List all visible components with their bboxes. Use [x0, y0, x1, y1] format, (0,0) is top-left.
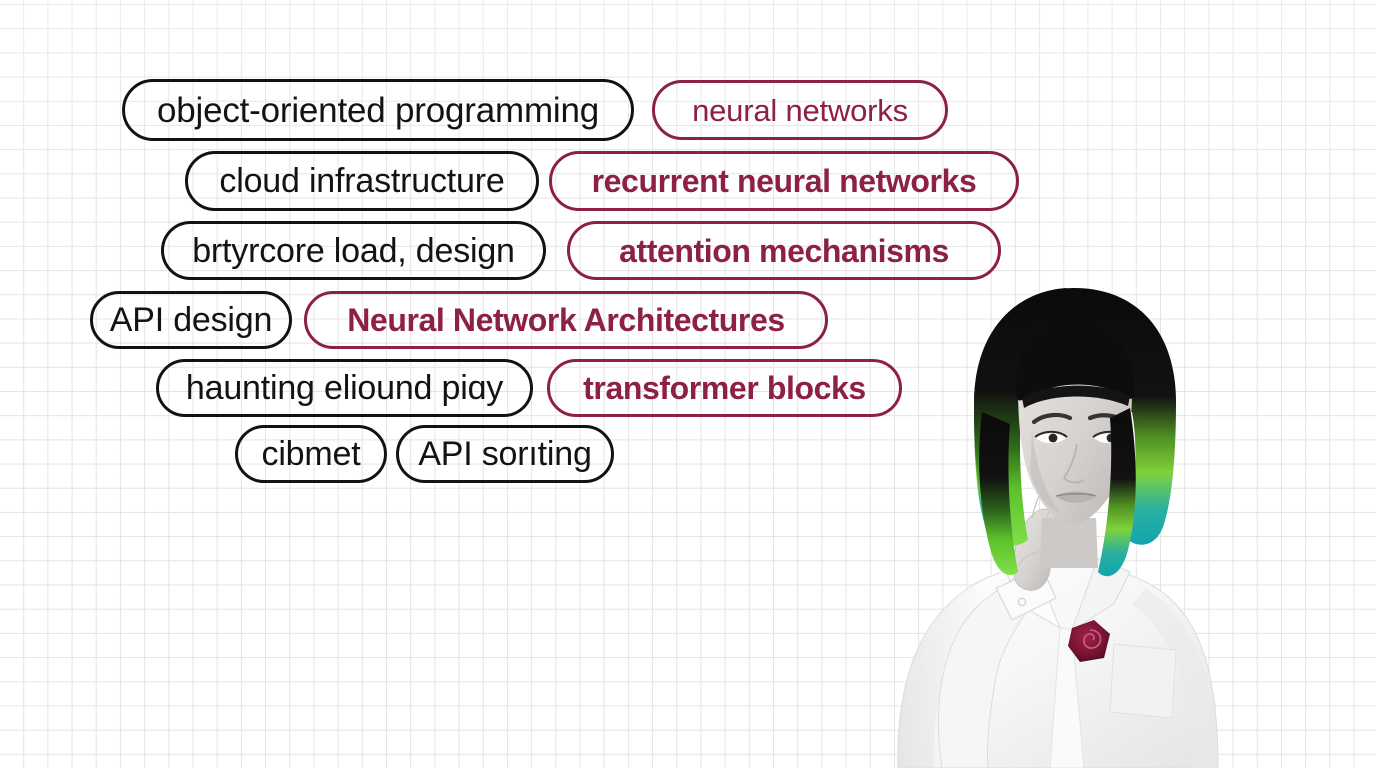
- tag-label: recurrent neural networks: [591, 163, 977, 199]
- tag-recurrent-neural-networks[interactable]: recurrent neural networks: [549, 151, 1019, 211]
- tag-brtyrcore-load-design[interactable]: brtyrcore load, design: [161, 221, 546, 280]
- tag-haunting-eliound-piay[interactable]: haunting eliound piɑy: [156, 359, 533, 417]
- tag-label: neural networks: [692, 92, 908, 128]
- tag-object-oriented-programming[interactable]: object-oriented programming: [122, 79, 634, 141]
- tag-transformer-blocks[interactable]: transformer blocks: [547, 359, 902, 417]
- tag-neural-network-architectures[interactable]: Neural Network Architectures: [304, 291, 828, 349]
- thinking-woman-photo: [846, 272, 1246, 768]
- tag-label: haunting eliound piɑy: [185, 369, 504, 407]
- tag-label: API design: [109, 301, 273, 339]
- tag-label: object-oriented programming: [156, 90, 600, 130]
- tag-cibmet[interactable]: cibmet: [235, 425, 387, 483]
- tag-label: API sorıting: [418, 435, 592, 473]
- tag-api-soriting[interactable]: API sorıting: [396, 425, 614, 483]
- tag-cloud-infrastructure[interactable]: cloud infrastructure: [185, 151, 539, 211]
- tag-label: brtyrcore load, design: [192, 231, 515, 270]
- tag-label: cloud infrastructure: [219, 162, 505, 200]
- tag-label: attention mechanisms: [619, 232, 949, 269]
- tag-label: Neural Network Architectures: [347, 302, 785, 338]
- tag-label: transformer blocks: [583, 370, 866, 406]
- tag-neural-networks[interactable]: neural networks: [652, 80, 948, 140]
- tag-label: cibmet: [261, 435, 361, 473]
- tag-api-design[interactable]: API design: [90, 291, 292, 349]
- tag-attention-mechanisms[interactable]: attention mechanisms: [567, 221, 1001, 280]
